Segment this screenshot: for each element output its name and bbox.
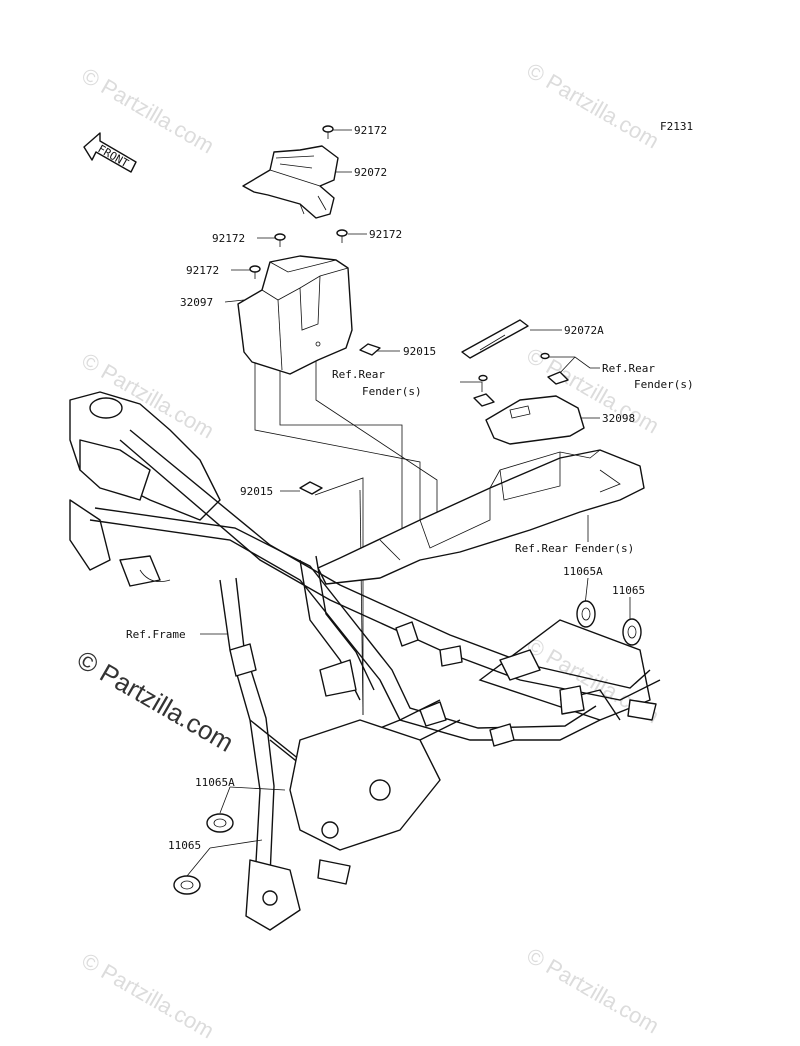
part-92015-left-nut-icon [299, 481, 323, 495]
part-92072A-strap-icon [461, 319, 529, 359]
watermark-main: © Partzilla.com [72, 644, 239, 758]
label-32098: 32098 [602, 412, 635, 425]
part-92172-top-bolt-icon [322, 125, 334, 139]
label-92072A: 92072A [564, 324, 604, 337]
label-92015-left: 92015 [240, 485, 273, 498]
label-32097: 32097 [180, 296, 213, 309]
frame-icon [69, 391, 661, 931]
part-labels: 92172 92072 92172 92172 92172 32097 9201… [126, 124, 694, 852]
part-92172-lower-bolt-icon [249, 265, 261, 279]
part-11065-right-grommet-icon [622, 618, 642, 646]
part-32098-cover-icon [485, 395, 585, 445]
label-92172-left: 92172 [212, 232, 245, 245]
label-92172-right: 92172 [369, 228, 402, 241]
part-rear-fender-tray-icon [317, 449, 645, 585]
part-32097-battery-case-icon [237, 255, 353, 375]
label-11065A-right: 11065A [563, 565, 603, 578]
label-11065A-left: 11065A [195, 776, 235, 789]
label-ref-rear-fender-3: Ref.Rear Fender(s) [515, 542, 634, 555]
label-92172-lower: 92172 [186, 264, 219, 277]
label-ref-rear-fender-1-line2: Fender(s) [362, 385, 422, 398]
watermark-bottom-left: © Partzilla.com [78, 948, 219, 1044]
part-11065A-left-grommet-icon [206, 813, 234, 833]
diagram-code: F2131 [660, 120, 693, 133]
watermark-bottom-right: © Partzilla.com [523, 943, 664, 1039]
part-fender-clip-1-icon [473, 374, 495, 407]
part-11065-left-grommet-icon [173, 875, 201, 895]
part-92072-bracket-icon [242, 145, 339, 219]
part-fender-clip-2-icon [540, 352, 569, 385]
part-92172-right-bolt-icon [336, 229, 348, 243]
label-92015-right: 92015 [403, 345, 436, 358]
part-92172-left-bolt-icon [274, 233, 286, 247]
label-11065-right: 11065 [612, 584, 645, 597]
part-11065A-right-grommet-icon [576, 600, 596, 628]
label-ref-rear-fender-1-line1: Ref.Rear [332, 368, 385, 381]
part-92015-right-nut-icon [359, 343, 381, 356]
front-arrow-icon: FRONT [83, 132, 137, 173]
label-92172-top: 92172 [354, 124, 387, 137]
label-ref-frame: Ref.Frame [126, 628, 186, 641]
label-ref-rear-fender-2-line1: Ref.Rear [602, 362, 655, 375]
front-label: FRONT [96, 142, 132, 170]
label-ref-rear-fender-2-line2: Fender(s) [634, 378, 694, 391]
label-92072: 92072 [354, 166, 387, 179]
label-11065-left: 11065 [168, 839, 201, 852]
watermark-top-right: © Partzilla.com [523, 58, 664, 154]
